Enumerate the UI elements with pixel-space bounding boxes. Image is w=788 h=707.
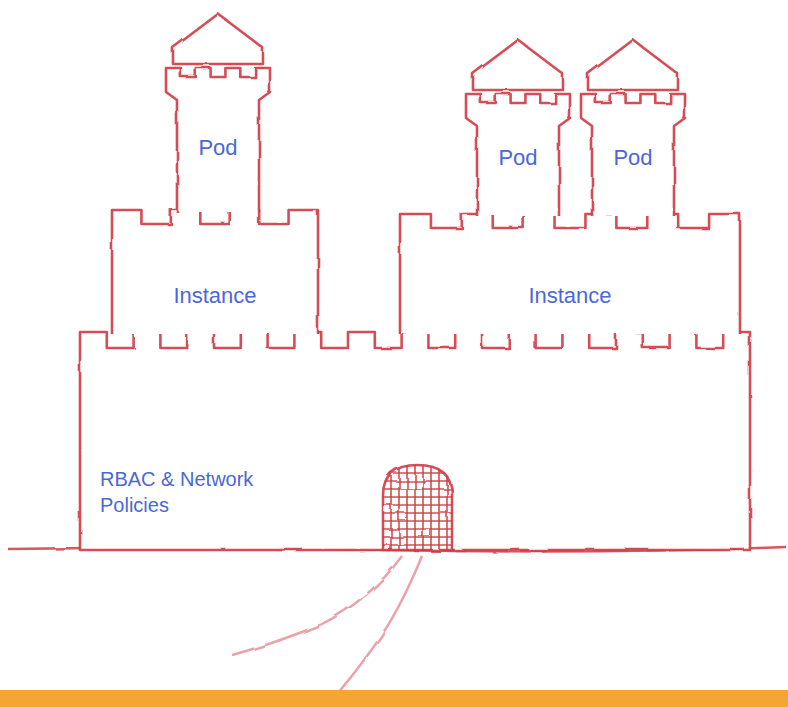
instance-keep-shape: [110, 208, 320, 334]
gate-bar: [380, 544, 455, 546]
footer-bar: [0, 690, 788, 707]
tower-roof: [473, 40, 563, 90]
gate-bar: [380, 528, 455, 530]
gate-bar: [380, 520, 455, 522]
tower-outline: [166, 68, 270, 212]
tower-outline: [466, 94, 570, 216]
gate-bar: [380, 496, 455, 498]
pod-tower-shape: [463, 38, 573, 216]
pod-tower-shape: [163, 12, 273, 212]
gate-bar: [380, 488, 455, 490]
instance-keep: PodPodInstance: [398, 212, 742, 334]
wall-label: RBAC & Network Policies: [100, 466, 300, 518]
instance-keep: PodInstance: [110, 208, 320, 334]
pod-tower-shape: [578, 38, 688, 216]
road-line: [330, 556, 422, 702]
instance-keep-shape: [398, 212, 742, 334]
gate-grid: [380, 460, 455, 552]
tower-outline: [581, 94, 685, 216]
road-line: [232, 556, 402, 655]
gate-bar: [380, 504, 455, 506]
keep-outline: [400, 214, 740, 334]
gate-bar: [380, 536, 455, 538]
keep-outline: [112, 210, 318, 334]
pod-tower: Pod: [163, 12, 273, 212]
ground: [8, 547, 786, 702]
instance-label: Instance: [528, 282, 611, 311]
tower-roof: [173, 14, 263, 64]
gate-bar: [446, 460, 448, 552]
pod-label: Pod: [498, 144, 537, 173]
pod-tower: Pod: [463, 38, 573, 216]
instance-label: Instance: [173, 282, 256, 311]
gate-bar: [380, 480, 455, 482]
gate-bar: [380, 512, 455, 514]
pod-label: Pod: [613, 144, 652, 173]
portcullis: [380, 460, 455, 552]
pod-label: Pod: [198, 134, 237, 163]
pod-tower: Pod: [578, 38, 688, 216]
tower-roof: [588, 40, 678, 90]
gate-bar: [380, 472, 455, 474]
